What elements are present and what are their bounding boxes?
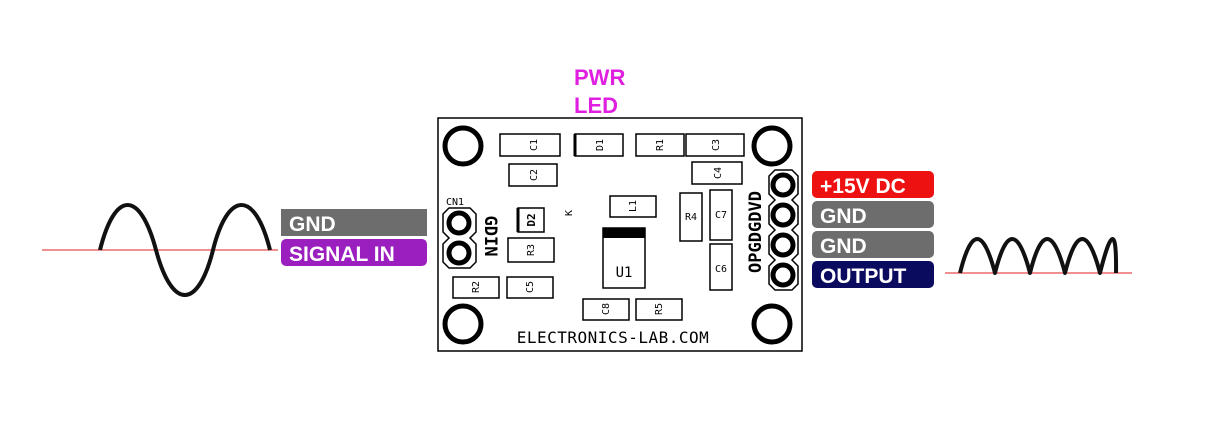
label-c8: C8 [601,303,612,315]
label-c4: C4 [713,167,724,179]
mounting-hole [442,125,484,167]
connector-pin [446,210,472,236]
component-c8 [582,298,630,321]
label-cn1: CN1 [446,197,464,208]
output-label-gnd-2: GND [812,231,934,258]
label-r3: R3 [526,244,537,256]
connector-pin [770,172,796,198]
label-gdin: GDIN [480,216,500,257]
label-d1: D1 [595,139,606,151]
component-c1 [499,133,561,157]
component-c3 [685,133,745,157]
output-label-vcc-text: +15V DC [820,175,906,198]
output-label-output: OUTPUT [812,261,934,288]
pcb-board: C1 D1 R1 C3 C2 C4 CN1 GDIN D2 K L1 R4 [437,117,803,352]
output-connector [768,169,799,291]
component-l1 [609,195,657,218]
label-output-pins: OPGDGDVD [746,191,766,273]
component-r5 [635,298,683,321]
label-l1: L1 [628,200,639,212]
output-label-gnd-1: GND [812,201,934,228]
output-label-gnd-2-text: GND [820,235,867,258]
label-r1: R1 [655,139,666,151]
component-c2 [508,163,558,187]
label-u1: U1 [616,265,633,281]
output-label-vcc: +15V DC [812,171,934,198]
mounting-hole [751,125,793,167]
component-r1 [635,133,685,157]
connector-pin [770,202,796,228]
mounting-hole [442,303,484,345]
label-d2: D2 [525,213,538,226]
component-c7 [709,189,733,241]
component-r3 [507,237,555,263]
label-r4: R4 [685,212,697,223]
output-label-gnd-1-text: GND [820,205,867,228]
component-c4 [691,161,743,185]
label-k: K [564,210,575,216]
input-label-gnd-text: GND [289,213,336,236]
label-c5: C5 [525,281,536,293]
pwr-led-label-line2: LED [574,93,618,118]
label-c2: C2 [529,169,540,181]
mounting-hole [751,303,793,345]
label-c6: C6 [715,264,727,275]
component-c5 [506,276,554,299]
label-r2: R2 [471,281,482,293]
label-c7: C7 [715,210,727,221]
input-connector [442,207,477,269]
pwr-led-label-line1: PWR [574,65,625,90]
input-waveform [42,203,278,297]
input-label-signal-in: SIGNAL IN [281,239,427,266]
label-c1: C1 [529,139,540,151]
connector-pin [770,232,796,258]
component-c6 [709,243,733,291]
input-label-signal-in-text: SIGNAL IN [289,243,395,266]
connector-pin [770,262,796,288]
input-label-gnd: GND [281,209,427,236]
output-waveform [945,237,1132,275]
connector-pin [446,240,472,266]
board-url-text: ELECTRONICS-LAB.COM [517,328,710,347]
output-label-output-text: OUTPUT [820,265,907,288]
label-r5: R5 [654,303,665,315]
label-c3: C3 [711,139,722,151]
component-r2 [452,276,500,299]
component-r4 [679,192,703,242]
